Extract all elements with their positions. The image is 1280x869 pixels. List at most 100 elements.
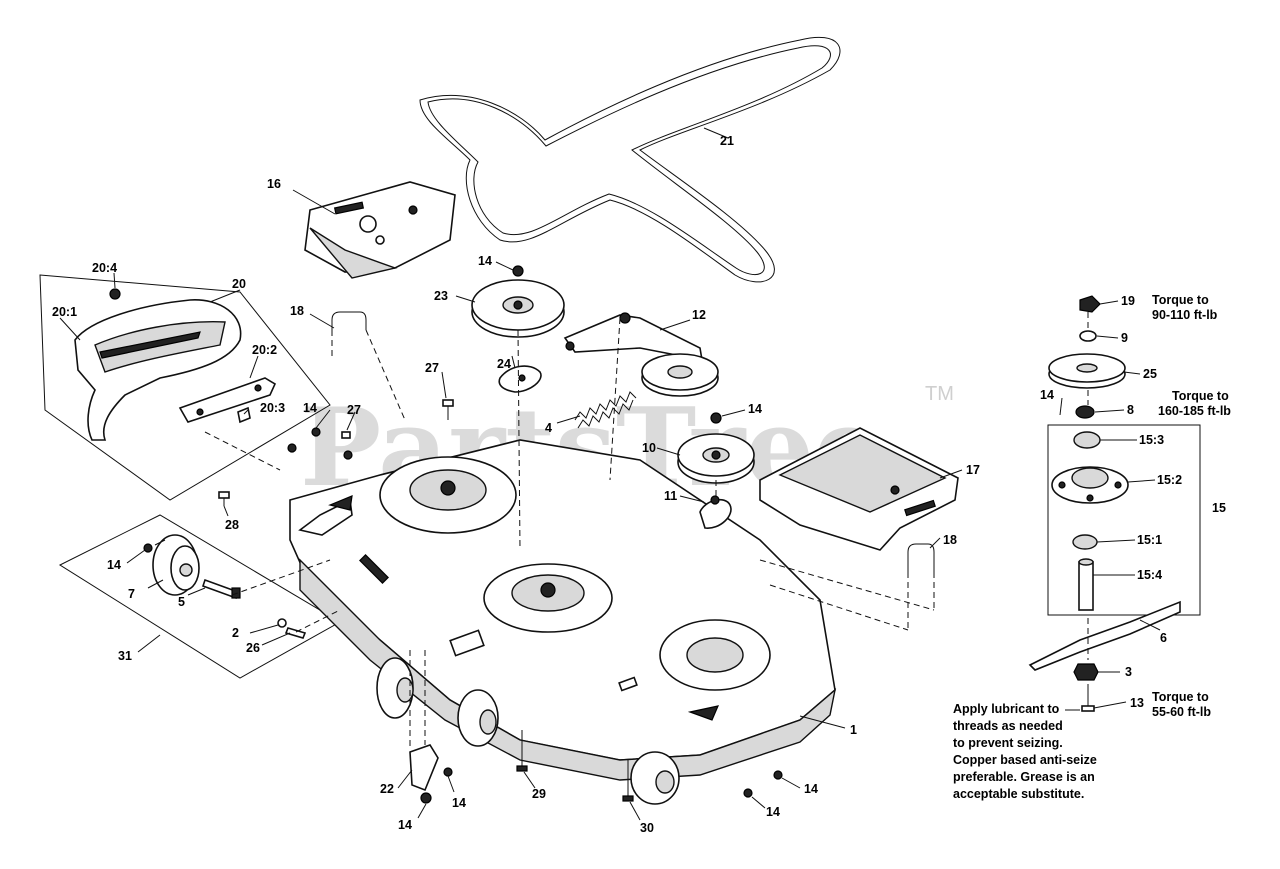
callout-14-deck-bottom[interactable]: 14	[766, 805, 780, 819]
callout-6[interactable]: 6	[1160, 631, 1167, 645]
callout-22[interactable]: 22	[380, 782, 394, 796]
part-14-nut-top[interactable]	[512, 265, 524, 277]
callout-14-deck-right[interactable]: 14	[804, 782, 818, 796]
callout-labels: 16 21 20 20:1 20:4 20:2 20:3 18 23 14 24…	[52, 134, 1226, 835]
part-9-washer[interactable]	[1079, 330, 1097, 342]
callout-12[interactable]: 12	[692, 308, 706, 322]
part-22-bracket[interactable]	[409, 744, 439, 804]
part-23-pulley[interactable]	[471, 279, 565, 338]
part-16-belt-cover[interactable]	[304, 181, 456, 279]
callout-17[interactable]: 17	[966, 463, 980, 477]
part-18-ubolt-right[interactable]	[907, 543, 935, 572]
callout-18-right[interactable]: 18	[943, 533, 957, 547]
part-26-bolt[interactable]	[284, 627, 307, 639]
callout-4[interactable]: 4	[545, 421, 552, 435]
callout-1[interactable]: 1	[850, 723, 857, 737]
part-15-2-housing[interactable]	[1051, 466, 1129, 504]
callout-29[interactable]: 29	[532, 787, 546, 801]
callout-27-top[interactable]: 27	[425, 361, 439, 375]
callout-31[interactable]: 31	[118, 649, 132, 663]
callout-30[interactable]: 30	[640, 821, 654, 835]
torque-15-line1: Torque to	[1172, 389, 1229, 403]
part-25-pulley[interactable]	[1048, 353, 1126, 389]
callout-24[interactable]: 24	[497, 357, 511, 371]
part-20-3-pin[interactable]	[237, 406, 251, 424]
callout-25[interactable]: 25	[1143, 367, 1157, 381]
callout-14-pulley[interactable]: 14	[748, 402, 762, 416]
lube-line4: Copper based anti-seize	[953, 753, 1097, 767]
callout-14-left[interactable]: 14	[303, 401, 317, 415]
part-24-spacer[interactable]	[498, 365, 542, 393]
callout-28[interactable]: 28	[225, 518, 239, 532]
callout-15[interactable]: 15	[1212, 501, 1226, 515]
part-27-bolt-b[interactable]	[341, 431, 351, 439]
part-6-blade[interactable]	[1028, 600, 1181, 671]
part-20-4-nut[interactable]	[109, 288, 121, 300]
part-15-box	[1047, 424, 1201, 616]
lubricant-note: Apply lubricant to threads as needed to …	[953, 702, 1097, 801]
lube-line6: acceptable substitute.	[953, 787, 1084, 801]
part-15-3-bearing[interactable]	[1073, 431, 1101, 449]
callout-19[interactable]: 19	[1121, 294, 1135, 308]
callout-9[interactable]: 9	[1121, 331, 1128, 345]
callout-15-3[interactable]: 15:3	[1139, 433, 1164, 447]
callout-11[interactable]: 11	[664, 489, 677, 503]
callout-14-caster[interactable]: 14	[107, 558, 121, 572]
callout-14-bracket[interactable]: 14	[452, 796, 466, 810]
part-21-belt[interactable]	[419, 36, 841, 283]
part-20-1-chute-deflector[interactable]	[74, 299, 242, 441]
part-17-belt-cover[interactable]	[759, 427, 959, 551]
callout-27-left[interactable]: 27	[347, 403, 361, 417]
callout-10[interactable]: 10	[642, 441, 656, 455]
part-11-spacer[interactable]	[699, 495, 732, 529]
lube-line2: threads as needed	[953, 719, 1063, 733]
part-19-nut[interactable]	[1079, 295, 1101, 313]
callout-15-1[interactable]: 15:1	[1137, 533, 1162, 547]
part-12-idler-arm[interactable]	[563, 312, 719, 397]
part-10-pulley[interactable]	[677, 433, 755, 484]
part-27-bolt-a[interactable]	[442, 399, 454, 420]
part-20-2-bracket[interactable]	[178, 377, 277, 423]
part-29-bolt[interactable]	[516, 730, 528, 772]
torque-19-line1: Torque to	[1152, 293, 1209, 307]
callout-20-3[interactable]: 20:3	[260, 401, 285, 415]
part-2-washer[interactable]	[277, 618, 287, 628]
callout-26[interactable]: 26	[246, 641, 260, 655]
callout-20-2[interactable]: 20:2	[252, 343, 277, 357]
part-3-nut[interactable]	[1073, 663, 1099, 681]
callout-8[interactable]: 8	[1127, 403, 1134, 417]
callout-14-top[interactable]: 14	[478, 254, 492, 268]
callout-20-4[interactable]: 20:4	[92, 261, 117, 275]
torque-15-line2: 160-185 ft-lb	[1158, 404, 1231, 418]
callout-21[interactable]: 21	[720, 134, 734, 148]
part-30-bolt[interactable]	[622, 760, 634, 802]
callout-18-left[interactable]: 18	[290, 304, 304, 318]
callout-13[interactable]: 13	[1130, 696, 1144, 710]
callout-7[interactable]: 7	[128, 587, 135, 601]
callout-3[interactable]: 3	[1125, 665, 1132, 679]
callout-23[interactable]: 23	[434, 289, 448, 303]
callout-14-bottom[interactable]: 14	[398, 818, 412, 832]
leader-lines	[59, 127, 1161, 821]
part-15-4-shaft[interactable]	[1078, 558, 1094, 611]
lube-line3: to prevent seizing.	[953, 736, 1063, 750]
part-15-1-bearing[interactable]	[1072, 534, 1098, 550]
part-28-bolt[interactable]	[218, 491, 230, 506]
part-4-spring[interactable]	[574, 391, 637, 429]
callout-15-4[interactable]: 15:4	[1137, 568, 1162, 582]
torque-13-line2: 55-60 ft-lb	[1152, 705, 1211, 719]
part-7-caster-wheel[interactable]	[152, 534, 200, 596]
callout-14-spindle[interactable]: 14	[1040, 388, 1054, 402]
part-13-bolt[interactable]	[1081, 684, 1095, 712]
callout-20-1[interactable]: 20:1	[52, 305, 77, 319]
part-14-nut-pulley10[interactable]	[710, 412, 722, 424]
part-8-bearing[interactable]	[1075, 405, 1095, 419]
deck-wheel-mid	[457, 689, 499, 747]
callout-15-2[interactable]: 15:2	[1157, 473, 1182, 487]
part-5-axle-bolt[interactable]	[201, 578, 241, 600]
callout-5[interactable]: 5	[178, 595, 185, 609]
part-18-ubolt-left[interactable]	[331, 311, 367, 330]
callout-16[interactable]: 16	[267, 177, 281, 191]
callout-20[interactable]: 20	[232, 277, 246, 291]
callout-2[interactable]: 2	[232, 626, 239, 640]
